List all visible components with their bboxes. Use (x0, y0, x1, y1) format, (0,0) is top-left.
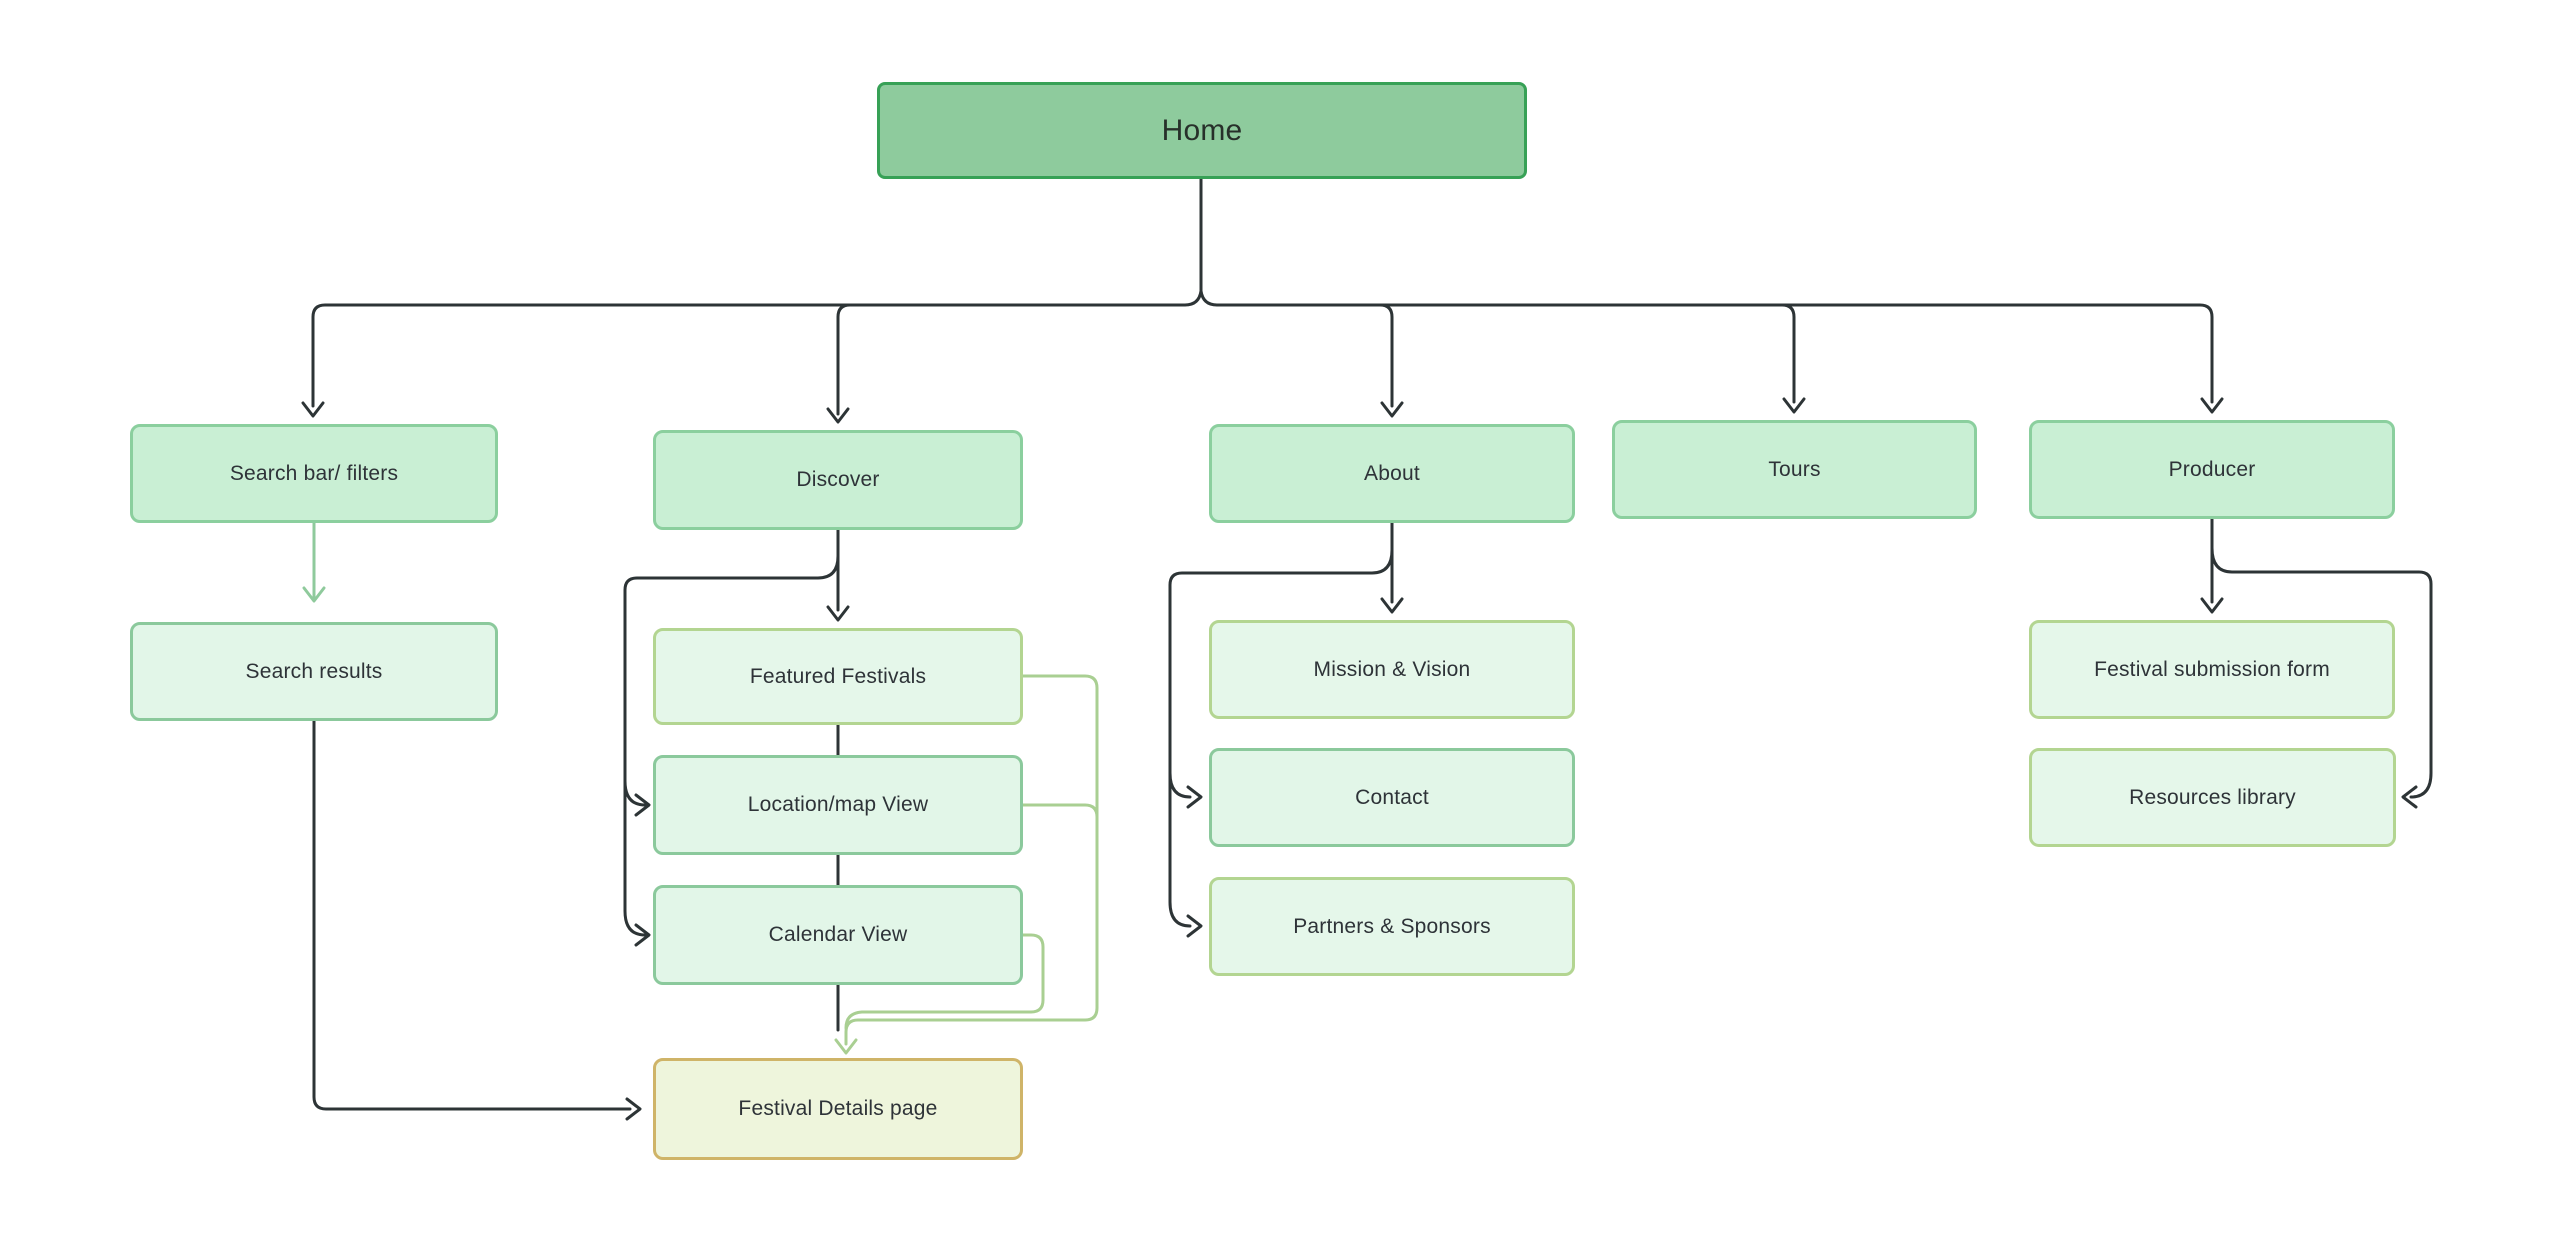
node-resources-library[interactable]: Resources library (2029, 748, 2396, 847)
node-label: Discover (796, 468, 880, 491)
arrowhead-resources-library (2401, 785, 2418, 809)
arrowhead-tours (1782, 397, 1806, 414)
arrowhead-featured-festivals (826, 605, 850, 622)
node-calendar-view[interactable]: Calendar View (653, 885, 1023, 985)
node-festival-details-page[interactable]: Festival Details page (653, 1058, 1023, 1160)
node-home[interactable]: Home (877, 82, 1527, 179)
arrowhead-mission-vision (1380, 597, 1404, 614)
node-featured-festivals[interactable]: Featured Festivals (653, 628, 1023, 725)
node-about[interactable]: About (1209, 424, 1575, 523)
node-label: Resources library (2129, 785, 2296, 809)
node-label: Calendar View (768, 923, 908, 946)
node-partners-sponsors[interactable]: Partners & Sponsors (1209, 877, 1575, 976)
node-festival-submission-form[interactable]: Festival submission form (2029, 620, 2395, 719)
node-discover[interactable]: Discover (653, 430, 1023, 530)
node-contact[interactable]: Contact (1209, 748, 1575, 847)
arrowhead-partners-sponsors (1186, 914, 1203, 938)
arrowhead-festival-details-left (625, 1097, 642, 1121)
node-producer[interactable]: Producer (2029, 420, 2395, 519)
node-label: Partners & Sponsors (1293, 914, 1491, 938)
arrowhead-calendar-view (634, 923, 651, 947)
connector-drop-discover (836, 303, 852, 416)
connector-location-details-loop (1021, 803, 1099, 819)
connector-branch-location (623, 779, 647, 807)
node-location-map-view[interactable]: Location/map View (653, 755, 1023, 855)
node-label: Tours (1768, 457, 1821, 481)
node-label: Search bar/ filters (229, 461, 399, 485)
node-label: Location/map View (747, 793, 929, 816)
node-label: Search results (245, 659, 383, 683)
connector-rail-right (1199, 289, 2214, 404)
connector-about-left-branch (1168, 548, 1394, 928)
connector-results-details (312, 719, 632, 1111)
node-search-results[interactable]: Search results (130, 622, 498, 721)
arrowhead-search-bar (301, 401, 325, 418)
node-label: Contact (1355, 785, 1429, 809)
node-label: Festival submission form (2094, 657, 2330, 681)
arrowhead-producer (2200, 397, 2224, 414)
connector-drop-about (1378, 303, 1394, 408)
node-label: Festival Details page (738, 1097, 938, 1120)
node-label: Producer (2168, 457, 2256, 481)
connector-rail-left (311, 289, 1203, 408)
node-label: Home (1161, 113, 1243, 147)
arrowhead-festival-details-top (834, 1038, 858, 1055)
node-label: About (1364, 461, 1420, 485)
connector-branch-contact (1168, 771, 1192, 799)
node-mission-vision[interactable]: Mission & Vision (1209, 620, 1575, 719)
connector-featured-details-loop (844, 674, 1099, 1046)
connector-drop-tours (1780, 303, 1796, 404)
node-tours[interactable]: Tours (1612, 420, 1977, 519)
arrowhead-discover (826, 407, 850, 424)
node-search-bar-filters[interactable]: Search bar/ filters (130, 424, 498, 523)
node-label: Mission & Vision (1313, 657, 1471, 681)
arrowhead-about (1380, 401, 1404, 418)
arrowhead-festival-submission-form (2200, 597, 2224, 614)
arrowhead-search-results (302, 586, 326, 603)
node-label: Featured Festivals (749, 664, 927, 688)
connector-discover-left-branch (623, 554, 840, 937)
arrowhead-location-map-view (634, 793, 651, 817)
arrowhead-contact (1186, 785, 1203, 809)
